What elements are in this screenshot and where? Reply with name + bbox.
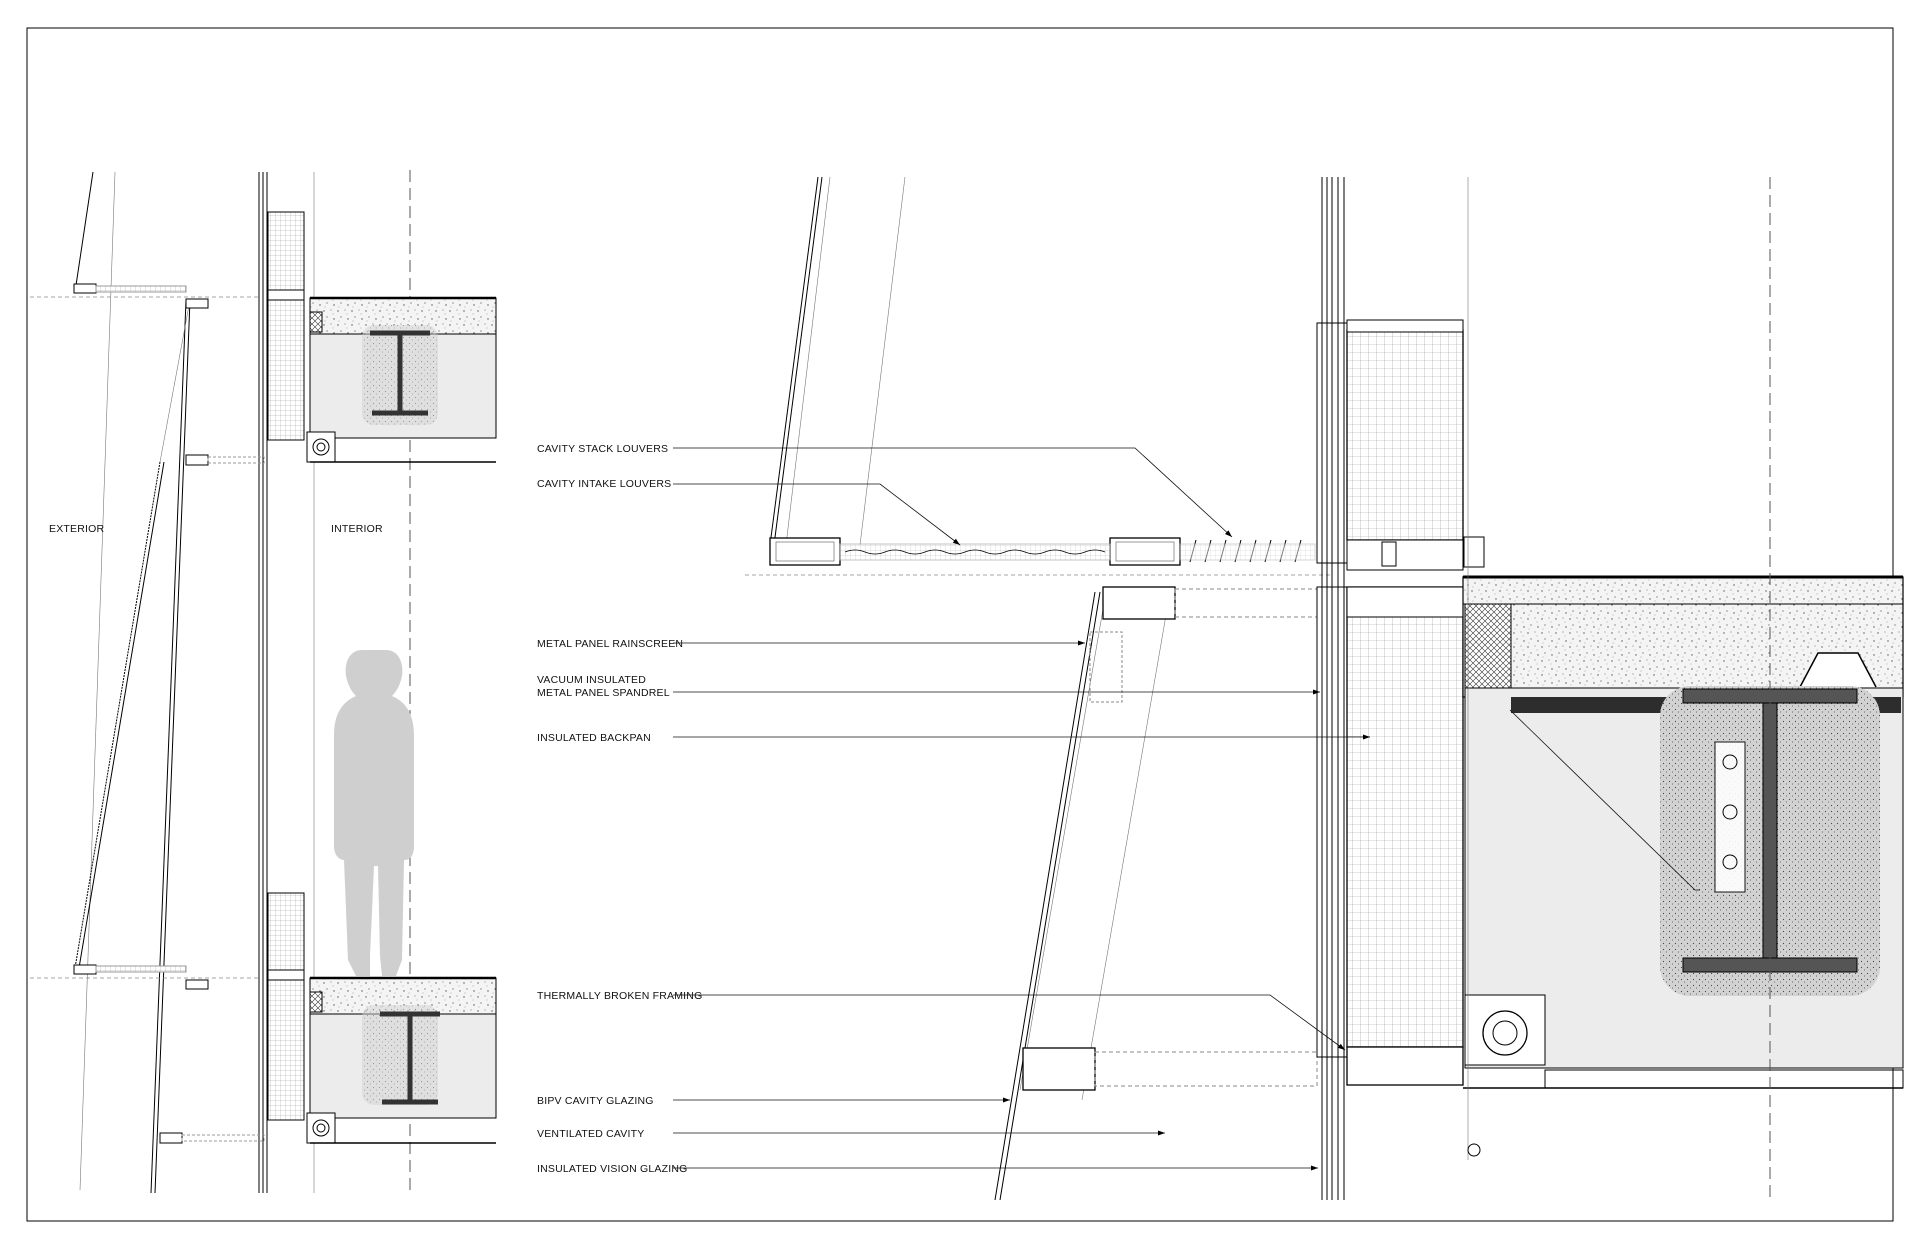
bipv-glass-line bbox=[994, 591, 1096, 1201]
callout-ventilated-cavity: VENTILATED CAVITY bbox=[537, 1128, 644, 1140]
callout-insulated-vision-glazing: INSULATED VISION GLAZING bbox=[537, 1163, 687, 1175]
sloped-outer-skin bbox=[74, 461, 161, 969]
vacuum-spandrel-block bbox=[1346, 586, 1464, 1048]
callout-vacuum-insulated-line2: METAL PANEL SPANDREL bbox=[537, 687, 670, 699]
callout-bipv-cavity-glazing: BIPV CAVITY GLAZING bbox=[537, 1095, 654, 1107]
lower-floor-assembly bbox=[73, 892, 497, 1144]
intake-louver-band bbox=[839, 543, 1111, 561]
callout-thermally-broken-framing: THERMALLY BROKEN FRAMING bbox=[537, 990, 702, 1002]
upper-floor-assembly bbox=[73, 211, 497, 466]
callout-insulated-backpan: INSULATED BACKPAN bbox=[537, 732, 651, 744]
insulated-backpan-block bbox=[1346, 329, 1464, 541]
person-silhouette-icon bbox=[334, 650, 414, 976]
callout-cavity-intake-louvers: CAVITY INTAKE LOUVERS bbox=[537, 478, 671, 490]
callout-vacuum-insulated-line1: VACUUM INSULATED bbox=[537, 674, 646, 686]
callout-metal-panel-rainscreen: METAL PANEL RAINSCREEN bbox=[537, 638, 683, 650]
enlarged-detail: CAVITY STACK LOUVERS CAVITY INTAKE LOUVE… bbox=[537, 176, 1904, 1201]
callout-cavity-stack-louvers: CAVITY STACK LOUVERS bbox=[537, 443, 668, 455]
exterior-label: EXTERIOR bbox=[49, 523, 104, 535]
overall-wall-section: EXTERIOR INTERIOR bbox=[30, 170, 497, 1194]
interior-label: INTERIOR bbox=[331, 523, 383, 535]
